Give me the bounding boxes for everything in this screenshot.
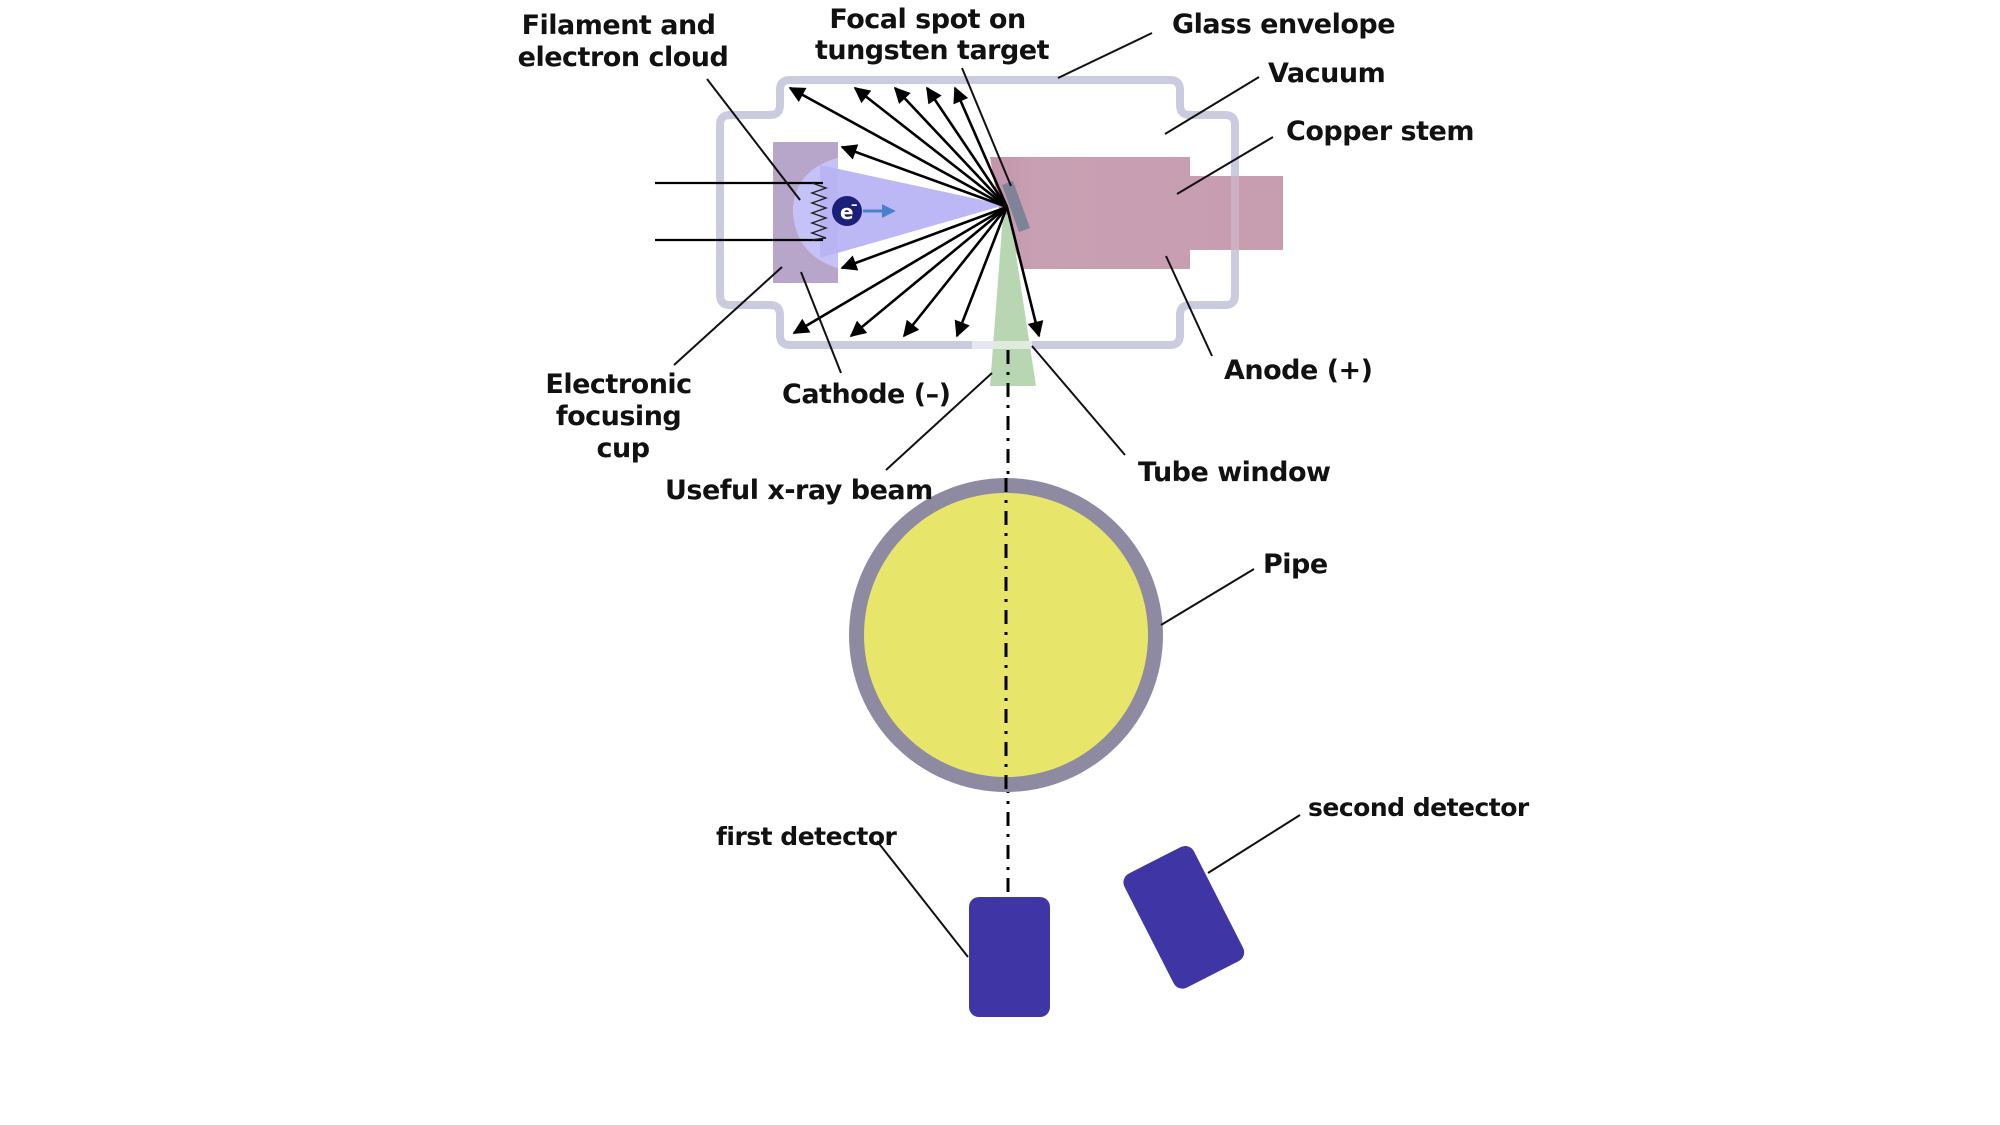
leader-useful-beam: [885, 372, 993, 471]
xray-ray-arrow: [953, 86, 1009, 208]
tungsten-target: [1002, 181, 1030, 232]
label-focusing-cup-line3: cup: [596, 433, 649, 464]
xray-ray-arrow: [853, 86, 1008, 209]
label-pipe: Pipe: [1263, 549, 1328, 580]
label-focal-spot-line2: tungsten target: [815, 35, 1050, 66]
xray-ray-arrow: [893, 86, 1008, 208]
leader-copper-stem: [1176, 136, 1274, 195]
label-cathode: Cathode (–): [782, 379, 950, 410]
electron-symbol: e: [840, 200, 854, 224]
filament-coil: [809, 182, 829, 241]
second-detector: [1123, 846, 1245, 989]
label-focal-spot: Focal spot on tungsten target: [815, 4, 1050, 66]
first-detector: [969, 897, 1050, 1017]
leader-filament: [706, 78, 801, 201]
label-filament-line2: electron cloud: [518, 42, 729, 73]
tube-window: [972, 341, 1032, 349]
label-tube-window: Tube window: [1138, 457, 1330, 488]
leader-first-detector: [876, 840, 969, 958]
leader-glass-envelope: [1057, 32, 1153, 79]
label-first-detector: first detector: [716, 822, 898, 851]
xray-ray-arrow: [840, 144, 1008, 209]
xray-ray-arrow: [840, 205, 1008, 271]
label-focusing-cup-line1: Electronic: [545, 369, 691, 400]
electron-charge: –: [851, 198, 858, 213]
xray-ray-arrow: [925, 86, 1009, 208]
leader-second-detector: [1207, 814, 1301, 874]
xray-ray-arrow: [792, 205, 1008, 335]
xray-rays: [788, 86, 1044, 338]
electron-icon: e –: [832, 196, 862, 226]
leader-vacuum: [1164, 76, 1260, 135]
label-anode: Anode (+): [1224, 355, 1373, 386]
label-glass-envelope: Glass envelope: [1172, 9, 1395, 40]
glass-envelope: [716, 76, 1239, 349]
label-focusing-cup-line2: focusing: [556, 401, 681, 432]
label-copper-stem: Copper stem: [1286, 116, 1474, 147]
anode-block: [990, 157, 1283, 269]
label-focal-spot-line1: Focal spot on: [829, 4, 1025, 35]
label-vacuum: Vacuum: [1268, 58, 1385, 89]
label-filament-line1: Filament and: [522, 10, 716, 41]
leader-pipe: [1160, 568, 1255, 626]
label-second-detector: second detector: [1308, 793, 1530, 822]
leader-anode: [1165, 255, 1213, 357]
glass-envelope-crossing: [1231, 176, 1239, 250]
label-useful-beam: Useful x-ray beam: [665, 475, 933, 506]
leader-focusing-cup: [673, 266, 783, 366]
xray-ray-arrow: [1005, 206, 1044, 338]
leader-tube-window: [1031, 345, 1126, 456]
label-focusing-cup: Electronic focusing cup: [545, 369, 700, 464]
xray-ray-arrow: [788, 86, 1008, 209]
cathode-focusing-cup: [773, 142, 838, 283]
xray-ray-arrow: [902, 206, 1009, 338]
xray-ray-arrow: [849, 205, 1008, 338]
electron-beam: [820, 165, 1005, 258]
leader-focal-spot: [961, 67, 1012, 187]
leader-cathode: [800, 271, 842, 374]
xray-ray-arrow: [954, 206, 1009, 338]
label-filament: Filament and electron cloud: [518, 10, 729, 73]
